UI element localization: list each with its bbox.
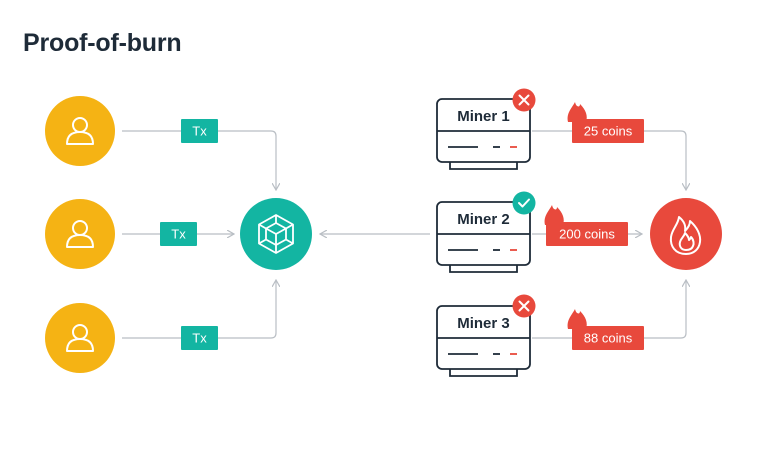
burn-tag-2: 200 coins bbox=[544, 205, 628, 246]
miner-label: Miner 2 bbox=[457, 211, 510, 228]
connector-miner-1-burn bbox=[532, 130, 686, 190]
flame-icon bbox=[567, 102, 587, 122]
flame-icon bbox=[544, 205, 564, 225]
burn-node bbox=[650, 198, 722, 270]
user-icon bbox=[66, 324, 94, 352]
diagram-title: Proof-of-burn bbox=[23, 29, 182, 57]
x-icon bbox=[512, 88, 536, 112]
burn-amount: 88 coins bbox=[584, 331, 633, 346]
miner-3: Miner 3 bbox=[436, 294, 536, 377]
tx-label: Tx bbox=[192, 124, 207, 139]
user-icon bbox=[66, 117, 94, 145]
connector-user-3 bbox=[122, 280, 276, 339]
fire-icon bbox=[669, 216, 702, 255]
tx-box-3: Tx bbox=[181, 326, 218, 350]
x-icon bbox=[512, 294, 536, 318]
check-icon bbox=[512, 191, 536, 215]
user-2 bbox=[45, 199, 115, 269]
tx-box-2: Tx bbox=[160, 222, 197, 246]
tx-label: Tx bbox=[171, 227, 186, 242]
server-icon bbox=[436, 201, 531, 273]
miner-label: Miner 3 bbox=[457, 315, 510, 332]
tx-label: Tx bbox=[192, 331, 207, 346]
burn-tag-1: 25 coins bbox=[567, 102, 644, 143]
burn-amount: 200 coins bbox=[559, 227, 615, 242]
connector-miner-3-burn bbox=[532, 280, 686, 339]
miner-2: Miner 2 bbox=[436, 191, 536, 273]
burn-amount: 25 coins bbox=[584, 124, 633, 139]
connector-user-1 bbox=[122, 130, 276, 190]
server-icon bbox=[436, 98, 531, 170]
block-node bbox=[240, 198, 312, 270]
tx-box-1: Tx bbox=[181, 119, 218, 143]
miner-label: Miner 1 bbox=[457, 108, 510, 125]
burn-tag-3: 88 coins bbox=[567, 309, 644, 350]
user-icon bbox=[66, 220, 94, 248]
cube-icon bbox=[258, 214, 294, 254]
server-icon bbox=[436, 305, 531, 377]
user-1 bbox=[45, 96, 115, 166]
user-3 bbox=[45, 303, 115, 373]
miner-1: Miner 1 bbox=[436, 88, 536, 170]
flame-icon bbox=[567, 309, 587, 329]
